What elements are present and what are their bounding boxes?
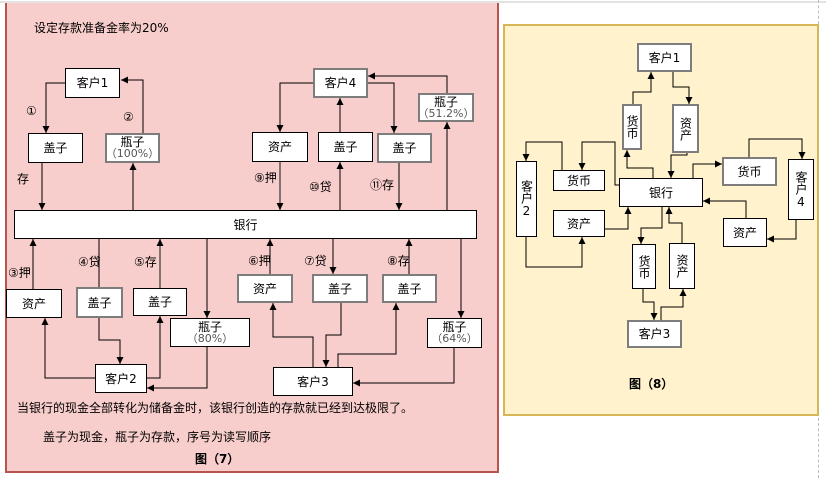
step-label-5: ⑤存 (134, 255, 157, 269)
customer-2-label: 客户2 (519, 180, 534, 218)
asset-label: 资产 (252, 281, 277, 296)
fig8-asset-top-box: 资产 (672, 104, 699, 153)
lid-label: 盖子 (392, 141, 417, 155)
bottle-label: 瓶子 (120, 135, 145, 149)
customer-4-label: 客户4 (794, 170, 808, 209)
asset-box-step-6: 资产 (237, 274, 293, 303)
fig8-customer-1-box: 客户1 (637, 43, 692, 72)
lid-label: 盖子 (333, 140, 358, 154)
lid-label: 盖子 (147, 295, 172, 309)
fig8-customer-4-box: 客户4 (788, 159, 814, 220)
lid-box-step-11: 盖子 (377, 133, 432, 163)
step-label-8: ⑧存 (387, 254, 410, 268)
customer-4-label: 客户4 (324, 76, 357, 90)
currency-label: 货币 (566, 173, 591, 188)
page-boundary-line (818, 0, 819, 24)
lid-box-step-10: 盖子 (318, 132, 373, 162)
top-divider (0, 1, 826, 3)
asset-label: 资产 (675, 254, 689, 278)
lid-label: 盖子 (43, 141, 68, 155)
step-label-6: ⑥押 (248, 254, 271, 268)
lid-label: 盖子 (397, 281, 422, 296)
customer-1-box: 客户1 (65, 68, 120, 98)
bottle-box-64: 瓶子（64%） (427, 318, 482, 348)
step-label-9: ⑨押 (254, 171, 277, 185)
lid-box-step-1: 盖子 (28, 133, 83, 163)
fig8-customer-2-box: 客户2 (516, 161, 537, 237)
step-label-2: ② (123, 110, 134, 124)
page-boundary-line (818, 418, 819, 478)
lid-label: 盖子 (87, 295, 112, 310)
bottle-label: 瓶子 (433, 94, 458, 109)
fig8-asset-bottom-box: 资产 (669, 243, 695, 289)
figure-7-caption: 图（7） (195, 452, 240, 466)
lid-label: 盖子 (327, 281, 352, 296)
bank-label: 银行 (648, 185, 673, 200)
asset-label: 资产 (566, 216, 591, 231)
customer-1-label: 客户1 (648, 50, 681, 65)
bottle-percent: （80%） (186, 331, 234, 345)
fig8-bank-box: 银行 (619, 178, 703, 207)
customer-3-label: 客户3 (297, 374, 329, 389)
figure-7-note: 当银行的现金全部转化为储备金时，该银行创造的存款就已经到达极限了。 (17, 401, 414, 415)
step-label-10: ⑩贷 (309, 180, 332, 194)
bottle-label: 瓶子 (442, 320, 467, 334)
bottle-label: 瓶子 (197, 319, 222, 334)
customer-4-box: 客户4 (313, 68, 368, 98)
asset-box-step-9: 资产 (252, 132, 308, 162)
currency-label: 货币 (625, 115, 639, 139)
asset-label: 资产 (267, 140, 292, 154)
fig8-currency-right-box: 货币 (722, 157, 777, 186)
asset-label: 资产 (678, 116, 693, 141)
lid-box-step-4: 盖子 (76, 287, 123, 318)
figure-7-title: 设定存款准备金率为20% (34, 21, 169, 35)
figure-8-caption: 图（8） (629, 377, 674, 391)
currency-label: 货币 (637, 254, 651, 279)
bank-box: 银行 (14, 210, 477, 239)
fig8-currency-bottom-box: 货币 (632, 244, 656, 289)
asset-box-step-3: 资产 (6, 289, 62, 318)
fig8-customer-3-box: 客户3 (627, 320, 682, 348)
bottle-box-51-2: 瓶子（51.2%） (418, 93, 474, 122)
customer-3-label: 客户3 (638, 327, 671, 341)
customer-2-label: 客户2 (105, 371, 137, 386)
fig8-asset-left-box: 资产 (553, 210, 605, 237)
bottle-box-80: 瓶子（80%） (170, 318, 250, 347)
lid-box-step-5: 盖子 (133, 288, 187, 316)
asset-label: 资产 (21, 296, 46, 311)
customer-3-box: 客户3 (273, 367, 353, 396)
currency-label: 货币 (737, 164, 762, 179)
step-label-11: ⑪存 (370, 178, 395, 192)
bank-label: 银行 (233, 217, 258, 232)
step-label-1: ① (26, 104, 37, 118)
bottle-box-100: 瓶子（100%） (105, 133, 160, 163)
fig8-currency-left-box: 货币 (553, 170, 605, 191)
bottle-percent: （51.2%） (417, 106, 475, 120)
lid-box-step-7: 盖子 (312, 274, 368, 303)
asset-label: 资产 (732, 225, 757, 240)
figure-7-legend-note: 盖子为现金，瓶子为存款，序号为读写顺序 (43, 430, 272, 444)
fig8-asset-right-box: 资产 (723, 218, 767, 247)
figure-8-panel (503, 24, 819, 416)
lid-box-step-8: 盖子 (382, 274, 437, 303)
step-label-deposit: 存 (17, 172, 30, 186)
bottle-percent: （100%） (105, 147, 160, 160)
fig8-currency-top-box: 货币 (622, 104, 642, 150)
step-label-7: ⑦贷 (304, 254, 327, 268)
step-label-4: ④贷 (78, 255, 101, 269)
step-label-3: ③押 (8, 266, 31, 280)
customer-1-label: 客户1 (76, 76, 109, 90)
customer-2-box: 客户2 (95, 364, 147, 393)
bottle-percent: （64%） (431, 332, 478, 345)
